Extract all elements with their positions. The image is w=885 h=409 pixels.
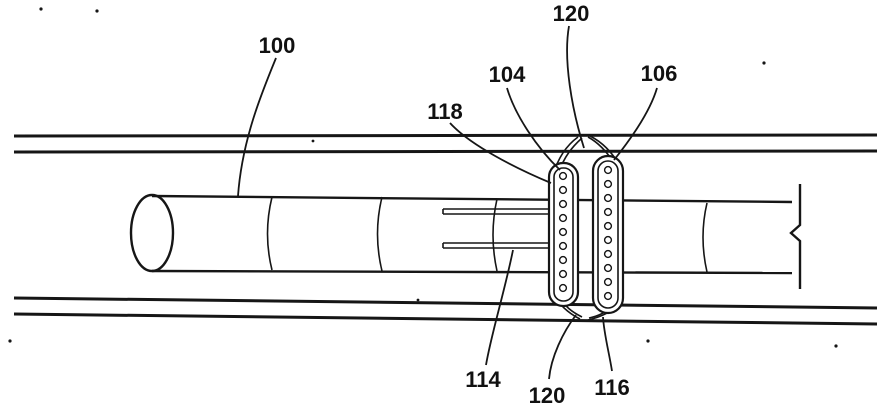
right-flange-outer (591, 154, 625, 315)
leader-106 (613, 87, 658, 161)
body-section-arc-1 (266, 196, 273, 271)
ref-label-106: 106 (641, 61, 678, 86)
leader-114 (485, 249, 514, 366)
casing-bottom-wall (13, 296, 878, 326)
casing-top-wall (13, 133, 878, 154)
right-flange-inner (597, 160, 619, 309)
body-section-arc-3 (492, 198, 498, 272)
body-section-arc-2 (376, 196, 383, 272)
right-flange-bolt-circles (603, 165, 613, 301)
leader-120-bottom (548, 314, 577, 380)
ref-label-120-bottom: 120 (529, 383, 566, 408)
ref-label-114: 114 (465, 367, 501, 392)
leader-100 (237, 57, 277, 197)
scan-speckles (8, 7, 838, 348)
section-break-mark (789, 184, 802, 289)
ref-label-100: 100 (259, 33, 296, 58)
casing-top-outer-line (13, 133, 878, 138)
ref-label-120-top: 120 (553, 1, 590, 26)
leader-lines (237, 25, 658, 380)
reference-labels: 100 120 104 106 118 114 120 116 (259, 1, 678, 408)
push-rods (442, 208, 552, 249)
ref-label-116: 116 (594, 375, 630, 400)
leader-116 (602, 316, 613, 372)
leader-120-top (566, 25, 585, 149)
casing-bottom-inner-line (13, 296, 878, 310)
leader-104 (506, 87, 561, 171)
casing-bottom-outer-line (13, 312, 878, 326)
tool-body (129, 193, 793, 275)
flange-assembly (547, 154, 625, 315)
body-section-arc-4 (702, 202, 708, 273)
left-flange-bolt-circles (558, 171, 568, 293)
leader-118 (449, 122, 552, 184)
ref-label-104: 104 (489, 62, 526, 87)
tool-body-top-edge (151, 194, 793, 204)
left-flange-inner (553, 167, 574, 302)
tool-body-left-endcap (129, 193, 175, 273)
casing-top-inner-line (13, 149, 878, 154)
ref-label-118: 118 (427, 99, 463, 124)
tool-body-bottom-edge (151, 269, 793, 275)
